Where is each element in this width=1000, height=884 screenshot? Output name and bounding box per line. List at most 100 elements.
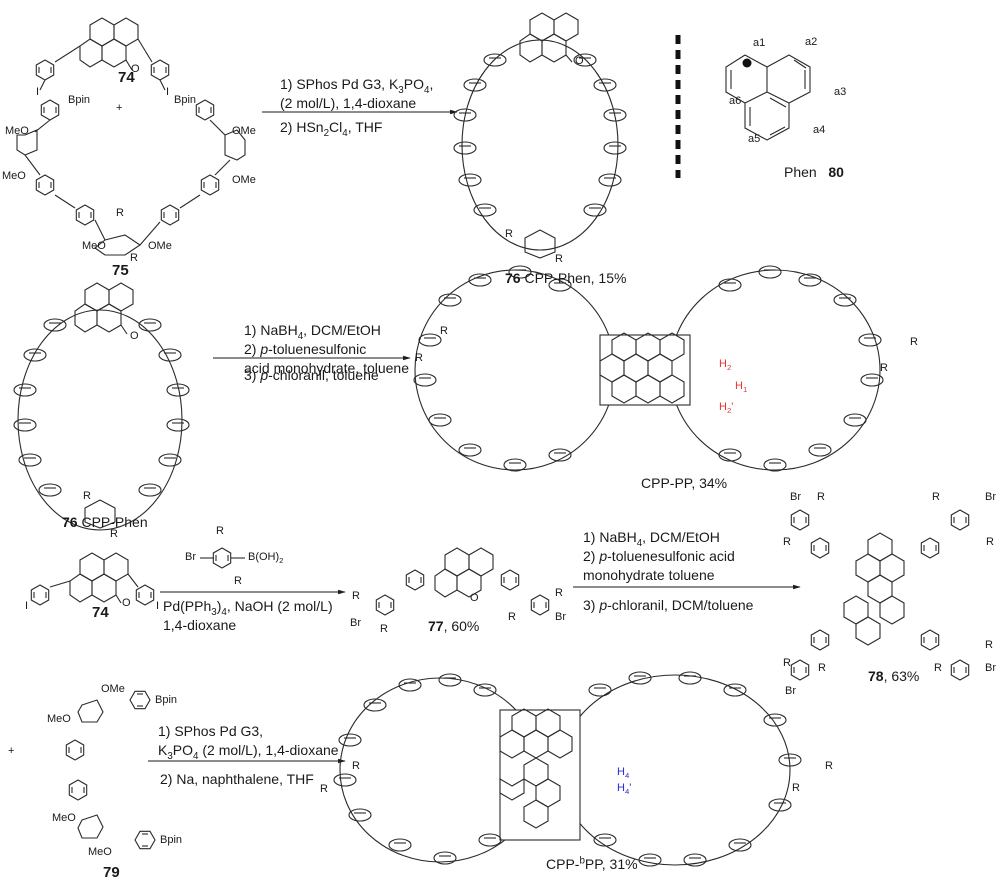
atom-label-a5: a5 — [748, 133, 761, 145]
compound-79-structure — [65, 690, 156, 850]
iodo-label: I — [25, 600, 29, 612]
methoxy-label: OMe — [101, 683, 125, 695]
r-group-label: R — [216, 525, 224, 537]
bpin-label: Bpin — [160, 834, 183, 846]
r-group-label: R — [352, 590, 360, 602]
bpin-label: Bpin — [155, 694, 178, 706]
plus-sign: + — [8, 745, 15, 757]
r-group-label: R — [818, 662, 826, 674]
reaction-2-step-3: 3) p-chloranil, toluene — [244, 367, 379, 383]
methoxy-label: MeO — [52, 812, 76, 824]
r-group-label: R — [932, 491, 940, 503]
atom-label-a2: a2 — [805, 36, 818, 48]
r-group-label: R — [783, 536, 791, 548]
atom-label-a3: a3 — [834, 86, 847, 98]
r-group-label: R — [555, 587, 563, 599]
proton-label-h2-prime: H2' — [719, 401, 734, 416]
reaction-3-conditions: Pd(PPh3)4, NaOH (2 mol/L) 1,4-dioxane — [163, 598, 333, 633]
radical-dot-icon — [742, 58, 752, 68]
iodo-label: I — [156, 600, 160, 612]
reaction-4-steps-1-2: 1) NaBH4, DCM/EtOH 2) p-toluenesulfonic … — [583, 529, 735, 583]
bromo-label: Br — [555, 611, 566, 623]
r-group-label: R — [83, 490, 91, 502]
reaction-5-step-1: 1) SPhos Pd G3, K3PO4 (2 mol/L), 1,4-dio… — [158, 723, 339, 762]
phen-80-caption: Phen 80 — [784, 164, 844, 180]
compound-76-structure — [453, 12, 627, 259]
compound-76-structure-row2 — [13, 282, 190, 531]
compound-74-label: 74 — [118, 69, 135, 86]
r-group-label: R — [783, 657, 791, 669]
r-group-label: R — [934, 662, 942, 674]
r-group-label: R — [505, 228, 513, 240]
compound-76-caption-row2: 76 CPP-Phen — [62, 514, 148, 530]
iodo-label: I — [36, 86, 40, 98]
methoxy-label: OMe — [232, 174, 256, 186]
atom-label-a1: a1 — [753, 37, 766, 49]
compound-76-caption: 76 CPP-Phen, 15% — [505, 270, 627, 286]
atom-label-a4: a4 — [813, 124, 826, 136]
methoxy-label: MeO — [47, 713, 71, 725]
oxygen-label: O — [575, 55, 584, 67]
compound-77-caption: 77, 60% — [428, 618, 480, 634]
bromo-label: Br — [985, 491, 996, 503]
compound-75-label: 75 — [112, 262, 129, 279]
r-group-label: R — [116, 207, 124, 219]
r-group-label: R — [352, 760, 360, 772]
bpin-label: Bpin — [174, 94, 197, 106]
r-group-label: R — [320, 783, 328, 795]
atom-label-a6: a6 — [729, 95, 742, 107]
bromo-label: Br — [985, 662, 996, 674]
compound-78-caption: 78, 63% — [868, 668, 920, 684]
bromo-label: Br — [785, 685, 796, 697]
compound-75-structure — [16, 99, 246, 256]
proton-label-h1: H1 — [735, 380, 748, 395]
r-group-label: R — [817, 491, 825, 503]
bpin-label: Bpin — [68, 94, 91, 106]
r-group-label: R — [440, 325, 448, 337]
methoxy-label: OMe — [148, 240, 172, 252]
oxygen-label: O — [131, 63, 140, 75]
boronic-acid-label: B(OH)2 — [248, 551, 284, 566]
r-group-label: R — [985, 639, 993, 651]
bromo-label: Br — [350, 617, 361, 629]
r-group-label: R — [508, 611, 516, 623]
reaction-1-step-2: 2) HSn2Cl4, THF — [280, 119, 383, 139]
r-group-label: R — [986, 536, 994, 548]
bromo-label: Br — [790, 491, 801, 503]
methoxy-label: MeO — [5, 125, 29, 137]
r-group-label: R — [234, 575, 242, 587]
reaction-4-step-3: 3) p-chloranil, DCM/toluene — [583, 597, 754, 613]
r-group-label: R — [130, 252, 138, 264]
oxygen-label: O — [470, 592, 479, 604]
compound-77-structure — [375, 547, 550, 616]
cpp-bpp-caption: CPP-bPP, 31% — [546, 855, 638, 872]
compound-74-label-row3: 74 — [92, 604, 109, 621]
reaction-5-step-2: 2) Na, naphthalene, THF — [160, 771, 314, 787]
methoxy-label: MeO — [2, 170, 26, 182]
compound-74-structure-row3 — [30, 552, 155, 606]
boronic-acid-reagent-structure — [200, 547, 245, 569]
methoxy-label: MeO — [88, 846, 112, 858]
proton-label-h2: H2 — [719, 358, 732, 373]
reaction-2-steps-1-2: 1) NaBH4, DCM/EtOH 2) p-toluenesulfonic … — [244, 322, 409, 376]
r-group-label: R — [792, 782, 800, 794]
methoxy-label: MeO — [82, 240, 106, 252]
proton-label-h4: H4 — [617, 766, 630, 781]
r-group-label: R — [825, 760, 833, 772]
methoxy-label: OMe — [232, 125, 256, 137]
oxygen-label: O — [122, 597, 131, 609]
iodo-label: I — [166, 86, 170, 98]
reaction-1-step-1: 1) SPhos Pd G3, K3PO4, (2 mol/L), 1,4-di… — [280, 76, 434, 111]
r-group-label: R — [415, 352, 423, 364]
compound-79-label: 79 — [103, 864, 120, 881]
cpp-pp-caption: CPP-PP, 34% — [641, 475, 728, 491]
compound-78-structure — [790, 509, 970, 681]
r-group-label: R — [110, 528, 118, 540]
cpp-pp-structure — [413, 265, 884, 472]
plus-sign: + — [116, 102, 123, 114]
compound-74-structure — [35, 17, 170, 91]
r-group-label: R — [380, 623, 388, 635]
r-group-label: R — [880, 362, 888, 374]
proton-label-h4-prime: H4' — [617, 782, 632, 797]
